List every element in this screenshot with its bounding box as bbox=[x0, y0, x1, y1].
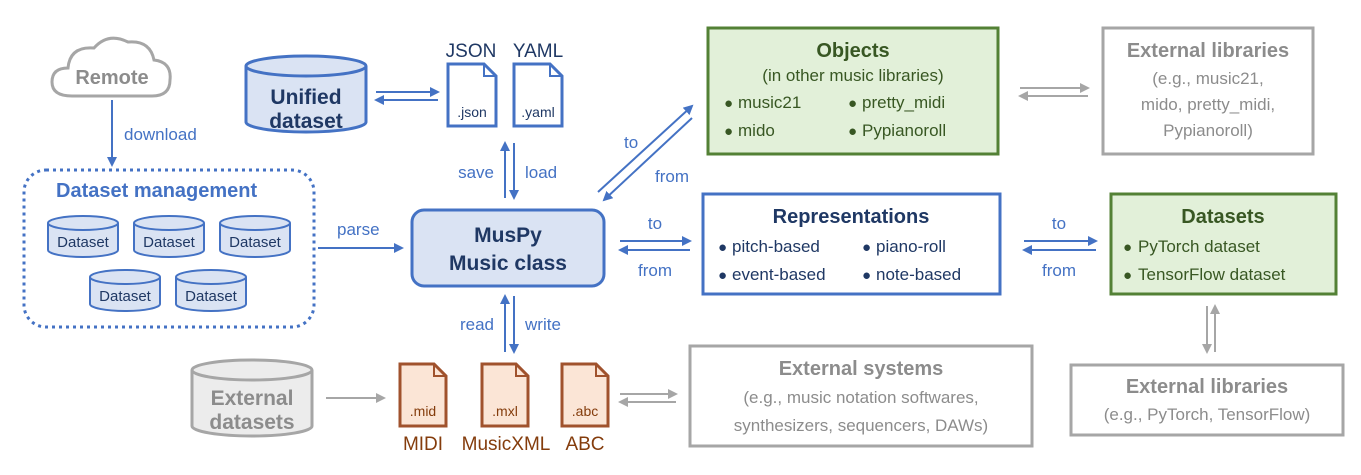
cloud-icon bbox=[50, 36, 172, 98]
external-datasets-line1: External bbox=[211, 387, 294, 410]
ext-systems-line1: (e.g., music notation softwares, bbox=[743, 388, 978, 407]
ext-libs-top-title: External libraries bbox=[1127, 40, 1289, 62]
bullet-icon: ● bbox=[848, 95, 857, 112]
bullet-icon: ● bbox=[724, 123, 733, 140]
dataset-cylinder: Dataset bbox=[89, 269, 161, 312]
ext-systems-title: External systems bbox=[779, 358, 944, 380]
parse-label: parse bbox=[337, 220, 380, 239]
musicxml-file-icon: .mxl bbox=[480, 362, 530, 428]
write-label: write bbox=[524, 315, 561, 334]
ext-libs-top-line2: mido, pretty_midi, bbox=[1141, 95, 1275, 114]
dataset-management-title: Dataset management bbox=[56, 180, 258, 202]
ext-libs-bottom-title: External libraries bbox=[1126, 376, 1288, 398]
midi-label: MIDI bbox=[403, 434, 443, 455]
bullet-icon: ● bbox=[718, 267, 727, 284]
datasets-item: TensorFlow dataset bbox=[1138, 265, 1286, 284]
objects-item: Pypianoroll bbox=[862, 121, 946, 140]
external-datasets-cylinder: External datasets bbox=[190, 358, 314, 438]
ext-libs-bottom-line1: (e.g., PyTorch, TensorFlow) bbox=[1104, 405, 1311, 424]
objects-title: Objects bbox=[816, 40, 889, 62]
remote-cloud: Remote bbox=[50, 36, 172, 98]
abc-file-icon: .abc bbox=[560, 362, 610, 428]
dataset-label: Dataset bbox=[99, 288, 152, 305]
representations-box: Representations ● pitch-based ● piano-ro… bbox=[701, 192, 1002, 296]
bullet-icon: ● bbox=[724, 95, 733, 112]
dataset-label: Dataset bbox=[185, 288, 238, 305]
objects-item: mido bbox=[738, 121, 775, 140]
from-representations-label: from bbox=[638, 261, 672, 280]
unified-dataset-line1: Unified bbox=[270, 86, 341, 109]
json-file-icon: .json bbox=[446, 62, 498, 128]
json-ext: .json bbox=[457, 104, 487, 120]
bullet-icon: ● bbox=[848, 123, 857, 140]
objects-box: Objects (in other music libraries) ● mus… bbox=[706, 26, 1000, 156]
from-objects-label: from bbox=[655, 167, 689, 186]
unified-dataset-line2: dataset bbox=[269, 110, 343, 133]
unified-dataset-cylinder: Unified dataset bbox=[244, 54, 368, 134]
yaml-label: YAML bbox=[513, 41, 563, 62]
dataset-label: Dataset bbox=[229, 234, 282, 251]
datasets-box: Datasets ● PyTorch dataset ● TensorFlow … bbox=[1109, 192, 1338, 296]
representations-title: Representations bbox=[773, 206, 930, 228]
ext-libs-top-line3: Pypianoroll) bbox=[1163, 121, 1253, 140]
representations-item: note-based bbox=[876, 265, 961, 284]
objects-item: pretty_midi bbox=[862, 93, 945, 112]
midi-ext: .mid bbox=[410, 403, 436, 419]
external-libraries-bottom-box: External libraries (e.g., PyTorch, Tenso… bbox=[1069, 363, 1345, 437]
ext-libs-top-line1: (e.g., music21, bbox=[1152, 69, 1264, 88]
from-objects-arrow bbox=[602, 117, 693, 202]
external-datasets-line2: datasets bbox=[209, 411, 294, 434]
bullet-icon: ● bbox=[1123, 267, 1132, 284]
musicxml-ext: .mxl bbox=[492, 403, 518, 419]
dataset-management-box: Dataset management Dataset Dataset Datas… bbox=[22, 168, 316, 329]
to-representations-label: to bbox=[648, 214, 662, 233]
to-datasets-label: to bbox=[1052, 214, 1066, 233]
dataset-cylinder: Dataset bbox=[133, 215, 205, 258]
bullet-icon: ● bbox=[862, 239, 871, 256]
dataset-cylinder: Dataset bbox=[47, 215, 119, 258]
muspy-music-class-box: MusPy Music class bbox=[410, 208, 606, 288]
abc-label: ABC bbox=[565, 434, 604, 455]
external-systems-box: External systems (e.g., music notation s… bbox=[688, 344, 1034, 448]
representations-item: piano-roll bbox=[876, 237, 946, 256]
yaml-ext: .yaml bbox=[521, 104, 554, 120]
json-label: JSON bbox=[446, 41, 497, 62]
load-label: load bbox=[525, 163, 557, 182]
midi-file-icon: .mid bbox=[398, 362, 448, 428]
bullet-icon: ● bbox=[718, 239, 727, 256]
objects-subtitle: (in other music libraries) bbox=[762, 66, 943, 85]
remote-label: Remote bbox=[75, 67, 148, 89]
from-datasets-label: from bbox=[1042, 261, 1076, 280]
abc-ext: .abc bbox=[572, 403, 598, 419]
read-label: read bbox=[460, 315, 494, 334]
save-label: save bbox=[458, 163, 494, 182]
to-objects-label: to bbox=[624, 133, 638, 152]
datasets-item: PyTorch dataset bbox=[1138, 237, 1260, 256]
dataset-cylinder: Dataset bbox=[219, 215, 291, 258]
bullet-icon: ● bbox=[1123, 239, 1132, 256]
dataset-label: Dataset bbox=[57, 234, 110, 251]
datasets-title: Datasets bbox=[1181, 206, 1264, 228]
to-objects-arrow bbox=[597, 104, 694, 193]
yaml-file-icon: .yaml bbox=[512, 62, 564, 128]
ext-systems-line2: synthesizers, sequencers, DAWs) bbox=[734, 416, 988, 435]
representations-item: pitch-based bbox=[732, 237, 820, 256]
bullet-icon: ● bbox=[862, 267, 871, 284]
muspy-line1: MusPy bbox=[474, 224, 542, 247]
representations-item: event-based bbox=[732, 265, 826, 284]
muspy-line2: Music class bbox=[449, 252, 567, 275]
dataset-label: Dataset bbox=[143, 234, 196, 251]
dataset-cylinder: Dataset bbox=[175, 269, 247, 312]
download-label: download bbox=[124, 125, 197, 144]
musicxml-label: MusicXML bbox=[462, 434, 551, 455]
objects-item: music21 bbox=[738, 93, 801, 112]
external-libraries-top-box: External libraries (e.g., music21, mido,… bbox=[1101, 26, 1315, 156]
